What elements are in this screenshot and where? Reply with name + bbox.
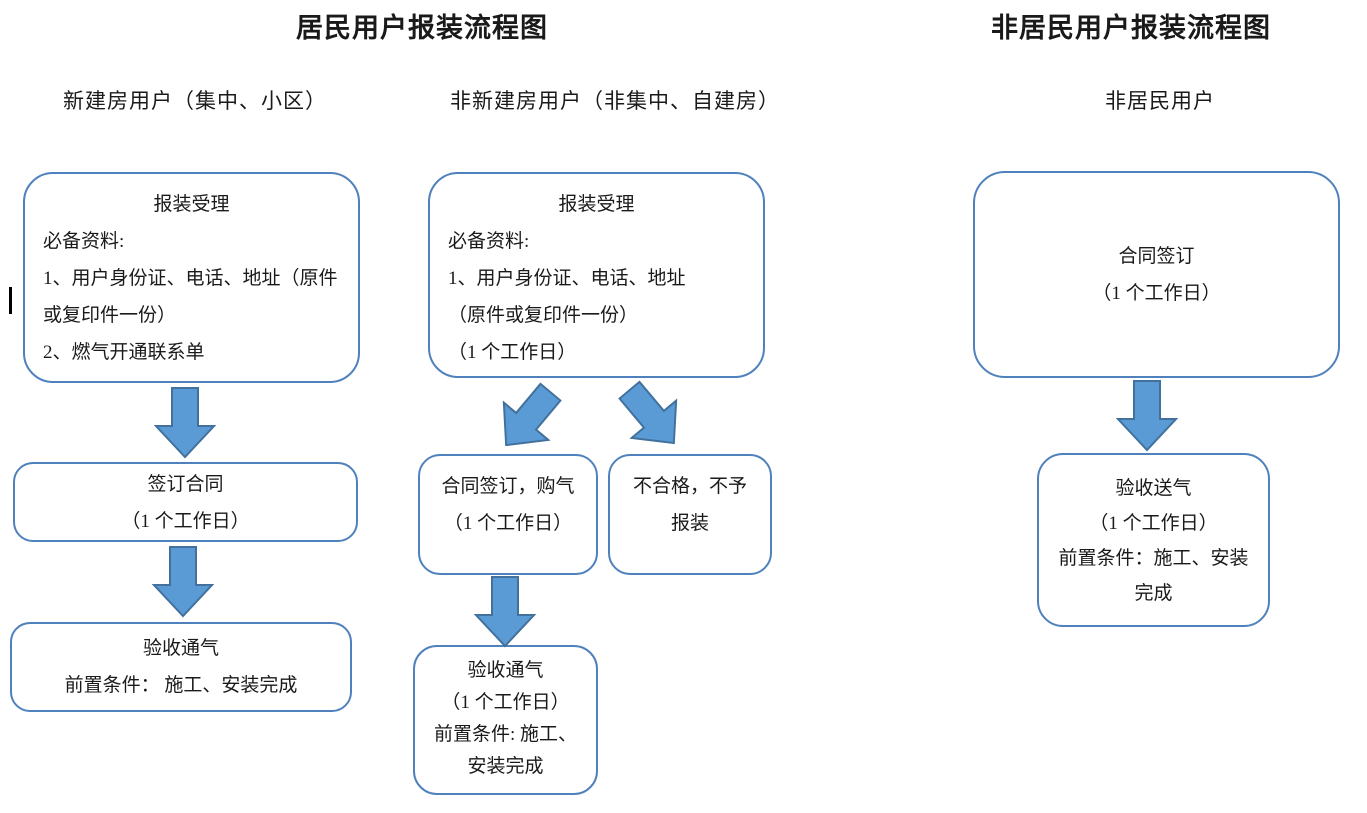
nonresident-flow-title: 非居民用户报装流程图: [991, 13, 1271, 43]
box-line: 或复印件一份）: [43, 305, 177, 326]
box-line: 前置条件： 施工、安装完成: [64, 675, 298, 696]
box-line: （原件或复印件一份）: [448, 305, 639, 326]
box-line: （1 个工作日）: [441, 692, 570, 713]
box-line: 必备资料:: [448, 231, 530, 252]
box-line: 必备资料:: [43, 231, 125, 252]
box-title: 报装受理: [558, 194, 635, 215]
box-application-acceptance-new: 报装受理 必备资料: 1、用户身份证、电话、地址（原件 或复印件一份） 2、燃气…: [23, 172, 360, 383]
box-title: 报装受理: [153, 194, 230, 215]
box-line: 完成: [1134, 583, 1173, 604]
box-line: （1 个工作日）: [121, 511, 250, 532]
box-line: （1 个工作日）: [443, 513, 573, 534]
column-header-new-building: 新建房用户（集中、小区）: [63, 89, 327, 113]
box-line: 2、燃气开通联系单: [43, 342, 205, 363]
box-acceptance-gas-opening-new: 验收通气 前置条件： 施工、安装完成: [10, 622, 352, 712]
box-line: 不合格，不予: [632, 476, 747, 497]
box-unqualified-rejected: 不合格，不予 报装: [608, 454, 772, 575]
box-line: 验收通气: [142, 638, 219, 659]
column-header-existing-building: 非新建房用户（非集中、自建房）: [450, 89, 780, 113]
arrow-down-icon: [1116, 380, 1178, 452]
arrow-down-left-icon: [502, 382, 562, 447]
box-line: 报装: [670, 513, 709, 534]
box-line: 前置条件：施工、安装: [1058, 548, 1249, 569]
arrow-down-icon: [152, 546, 214, 618]
box-acceptance-gas-delivery-nonresident: 验收送气 （1 个工作日） 前置条件：施工、安装 完成: [1037, 453, 1270, 627]
box-acceptance-gas-opening-existing: 验收通气 （1 个工作日） 前置条件: 施工、 安装完成: [413, 645, 598, 795]
box-line: （1 个工作日）: [1092, 282, 1221, 304]
box-line: 合同签订，购气: [441, 476, 575, 497]
box-line: 验收通气: [467, 660, 544, 681]
resident-flow-title: 居民用户报装流程图: [296, 13, 548, 43]
box-line: 安装完成: [467, 756, 544, 777]
box-line: 1、用户身份证、电话、地址: [448, 268, 686, 289]
box-line: 1、用户身份证、电话、地址（原件: [43, 268, 338, 289]
arrow-down-icon: [474, 576, 536, 648]
column-header-nonresident: 非居民用户: [1105, 89, 1215, 113]
box-line: 合同签订: [1118, 245, 1195, 267]
box-line: （1 个工作日）: [448, 342, 577, 363]
box-contract-signing-gas-purchase: 合同签订，购气 （1 个工作日）: [418, 454, 598, 575]
box-line: 前置条件: 施工、: [433, 724, 578, 745]
arrow-down-icon: [154, 387, 216, 459]
box-line: （1 个工作日）: [1089, 513, 1218, 534]
box-contract-signing-nonresident: 合同签订 （1 个工作日）: [973, 171, 1340, 378]
box-contract-signing-new: 签订合同 （1 个工作日）: [13, 462, 358, 542]
box-line: 签订合同: [147, 474, 224, 495]
box-line: 验收送气: [1115, 478, 1192, 499]
arrow-down-right-icon: [618, 380, 678, 445]
box-application-acceptance-existing: 报装受理 必备资料: 1、用户身份证、电话、地址 （原件或复印件一份） （1 个…: [428, 172, 765, 378]
text-cursor-artifact: [9, 287, 12, 314]
